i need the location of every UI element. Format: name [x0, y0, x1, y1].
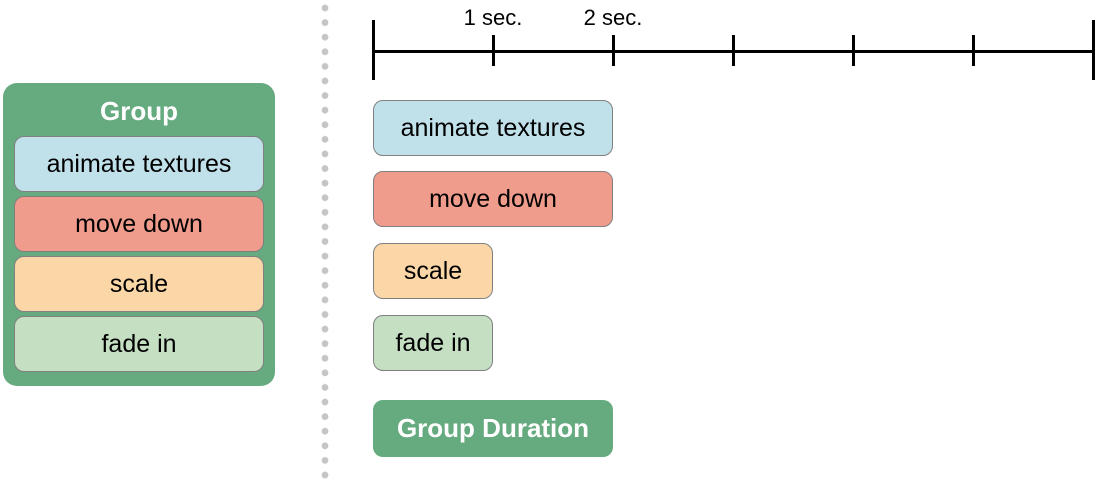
group-item-fade-in: fade in: [14, 316, 264, 372]
duration-bar-scale: scale: [373, 243, 493, 299]
duration-bar-move-down: move down: [373, 171, 613, 227]
timeline-tick-5s: [971, 35, 975, 66]
group-item-animate-textures: animate textures: [14, 136, 264, 192]
timeline-label-1s: 1 sec.: [463, 5, 523, 30]
timeline-tick-2s: [611, 35, 615, 66]
timeline-tick-0s: [371, 20, 375, 80]
timeline-tick-1s: [491, 35, 495, 66]
dotted-separator-line: [315, 0, 335, 482]
timeline-tick-6s: [1091, 20, 1095, 80]
duration-bar-fade-in: fade in: [373, 315, 493, 371]
group-panel-title: Group: [100, 96, 178, 126]
group-item-scale: scale: [14, 256, 264, 312]
duration-bar-group-duration: Group Duration: [373, 400, 613, 457]
timeline-tick-3s: [731, 35, 735, 66]
timeline-tick-4s: [851, 35, 855, 66]
group-item-move-down: move down: [14, 196, 264, 252]
duration-bar-animate-textures: animate textures: [373, 100, 613, 156]
timeline-label-2s: 2 sec.: [583, 5, 643, 30]
